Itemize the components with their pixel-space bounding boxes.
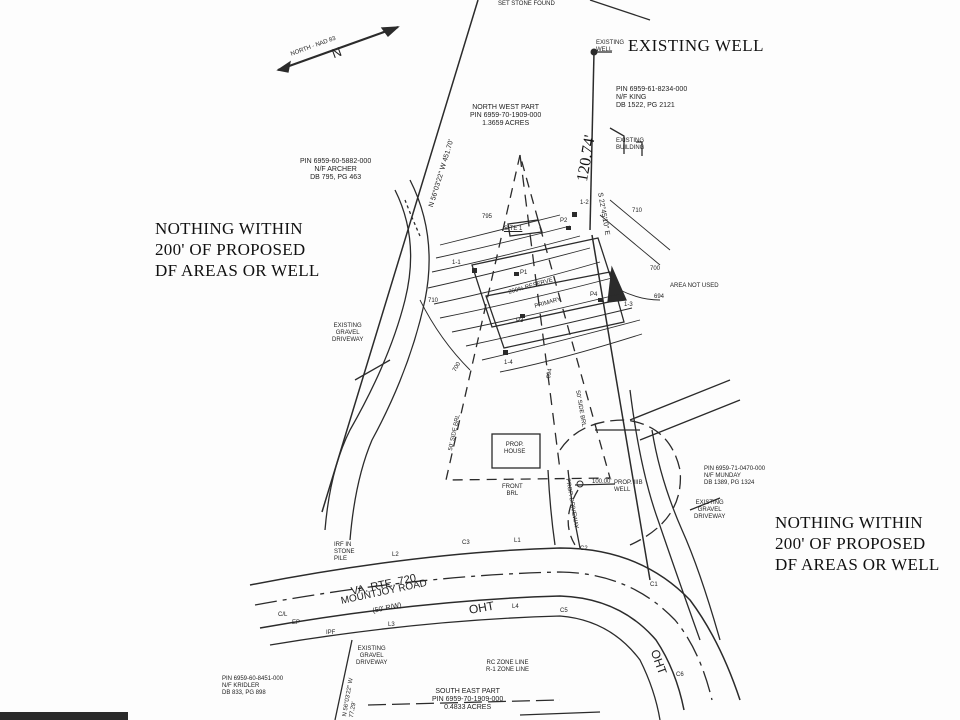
front-brl-label: FRONT BRL xyxy=(502,484,523,497)
gravel-driveway-right-label: EXISTING GRAVEL DRIVEWAY xyxy=(694,500,726,520)
point-marker-1-4 xyxy=(503,350,508,355)
south-boundary-line xyxy=(334,639,353,720)
gravel-driveway-right-a xyxy=(629,379,731,421)
point-marker-p3 xyxy=(520,314,525,318)
well-distance-label: 100.00' xyxy=(592,479,612,485)
gravel-driveway-right-b xyxy=(651,429,721,641)
king-parcel-label: PIN 6959-61-8234-000 N/F KING DB 1522, P… xyxy=(616,86,688,110)
contour-710-left: 710 xyxy=(428,298,439,304)
existing-well-title: EXISTING WELL xyxy=(628,36,765,55)
point-p3-label: P3 xyxy=(516,318,524,324)
north-arrow-shaft xyxy=(277,25,399,72)
point-1-1-label: 1-1 xyxy=(452,260,461,266)
point-marker-p2 xyxy=(566,226,571,230)
gravel-driveway-left-b xyxy=(349,179,430,541)
curve-c2: C2 xyxy=(580,546,588,552)
gravel-driveway-bottom-label: EXISTING GRAVEL DRIVEWAY xyxy=(356,646,388,666)
north-arrow-head xyxy=(380,26,400,37)
point-p1-label: P1 xyxy=(520,270,528,276)
nw-part-label: NORTH WEST PART PIN 6959-70-1909-000 1.3… xyxy=(470,104,542,128)
note-right: NOTHING WITHIN 200' OF PROPOSED DF AREAS… xyxy=(775,513,940,574)
existing-building-label: EXISTING BUILDING xyxy=(616,138,645,151)
curve-c6: C6 xyxy=(676,672,684,678)
curve-l1: L1 xyxy=(514,538,521,544)
munday-parcel-label: PIN 6959-71-0470-000 N/F MUNDAY DB 1389,… xyxy=(704,466,766,486)
se-part-label: SOUTH EAST PART PIN 6959-70-1909-000 0.4… xyxy=(432,688,504,712)
well-radius-arc xyxy=(559,419,682,546)
gravel-driveway-left-label: EXISTING GRAVEL DRIVEWAY xyxy=(332,323,364,343)
area-not-used-label: AREA NOT USED xyxy=(670,283,719,289)
primary-area-box xyxy=(485,271,625,349)
point-marker-p1 xyxy=(514,272,519,276)
prop-driveway-a xyxy=(547,469,556,546)
curve-l3: L3 xyxy=(388,622,395,628)
curve-l4: L4 xyxy=(512,604,519,610)
building-restriction-line xyxy=(445,154,611,481)
point-marker-1-2 xyxy=(572,212,577,217)
prop-driveway-b xyxy=(567,469,581,549)
point-marker-1-3 xyxy=(612,296,617,301)
point-marker-p4 xyxy=(598,298,603,302)
west-boundary-line xyxy=(321,0,479,513)
center-brl-line xyxy=(519,154,561,471)
centerline-label: C/L xyxy=(278,612,288,618)
irf-stone-label: IRF IN STONE PILE xyxy=(334,542,355,562)
oht-line xyxy=(269,615,661,720)
archer-parcel-label: PIN 6959-60-5882-000 N/F ARCHER DB 795, … xyxy=(300,158,372,182)
point-1-2-label: 1-2 xyxy=(580,200,589,206)
point-1-3-label: 1-3 xyxy=(624,302,633,308)
kridler-parcel-label: PIN 6959-60-8451-000 N/F KRIDLER DB 833,… xyxy=(222,676,284,696)
zone-line-label: RC ZONE LINE R-1 ZONE LINE xyxy=(486,660,530,673)
point-p2-label: P2 xyxy=(560,218,568,224)
gravel-driveway-left-a xyxy=(324,189,412,531)
east-boundary-upper xyxy=(589,51,595,231)
edge-pavement-label: EP xyxy=(292,620,301,626)
site1-label: SITE 1 xyxy=(504,226,523,232)
prop-house-label: PROP. HOUSE xyxy=(504,442,526,455)
point-marker-1-1 xyxy=(472,268,477,273)
prop-well-marker xyxy=(576,480,584,488)
contour-795: 795 xyxy=(482,214,493,220)
site1-box xyxy=(507,219,543,237)
set-stone-label: SET STONE FOUND xyxy=(498,1,555,7)
contour-710-right: 710 xyxy=(632,208,643,214)
point-p4-label: P4 xyxy=(590,292,598,298)
existing-well-small-label: EXISTING WELL xyxy=(596,40,625,53)
well-distance-leader xyxy=(574,483,616,486)
road-edge-south xyxy=(259,595,685,711)
ipf-label: IPF xyxy=(326,630,336,636)
road-centerline xyxy=(254,571,713,701)
road-edge-north xyxy=(249,547,741,701)
curve-l2: L2 xyxy=(392,552,399,558)
existing-well-marker xyxy=(590,48,598,56)
corner-bar xyxy=(0,712,128,720)
curve-c5: C5 xyxy=(560,608,568,614)
contour-694-right: 694 xyxy=(654,294,665,300)
point-1-4-label: 1-4 xyxy=(504,360,513,366)
note-left: NOTHING WITHIN 200' OF PROPOSED DF AREAS… xyxy=(155,219,320,280)
east-boundary-lower xyxy=(591,234,651,581)
north-arrow-tail xyxy=(276,60,291,73)
prop-house-outline xyxy=(491,433,541,469)
contour-700-right: 700 xyxy=(650,266,661,272)
curve-c3: C3 xyxy=(462,540,470,546)
zone-line xyxy=(367,699,561,706)
prop-well-label: PROP. IIIB WELL xyxy=(614,480,643,493)
curve-c1: C1 xyxy=(650,582,658,588)
north-boundary-line xyxy=(589,0,651,21)
